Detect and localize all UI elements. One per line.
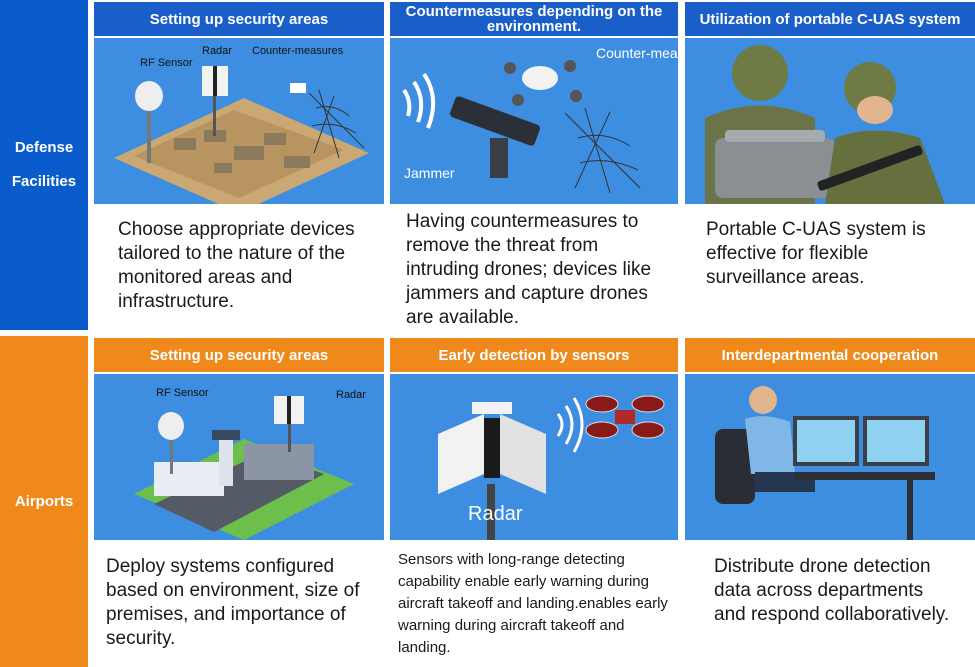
panel-title: Early detection by sensors [390,338,678,372]
operator-illustration [685,374,975,540]
row-label-line: Defense [14,139,74,156]
panel-title: Countermeasures depending on the environ… [390,2,678,36]
row-label-line: Airports [14,492,74,510]
rf-sensor-label: RF Sensor [140,57,193,69]
military-base-illustration: RF Sensor Radar Counter-measures [94,38,384,204]
panel-title: Utilization of portable C-UAS system [685,2,975,36]
radar-label: Radar [468,503,523,525]
airports-row-label: Airports [0,336,88,667]
airport-illustration: RF Sensor Radar [94,374,384,540]
radar-label: Radar [336,389,366,401]
radar-label: Radar [202,45,232,57]
panel-description: Deploy systems configured based on envir… [106,556,360,649]
panel-description: Sensors with long-range detecting capabi… [398,551,668,656]
panel-description: Choose appropriate devices tailored to t… [118,219,355,312]
panel-title: Interdepartmental cooperation [685,338,975,372]
panel-description: Having countermeasures to remove the thr… [406,211,652,328]
panel-description: Distribute drone detection data across d… [714,556,950,625]
rf-sensor-label: RF Sensor [156,387,209,399]
panel-title: Setting up security areas [94,338,384,372]
panel-title: Setting up security areas [94,2,384,36]
countermeasures-label: Counter-measures [596,45,678,61]
row-label-line: Facilities [11,173,77,190]
soldiers-illustration [685,38,975,204]
countermeasures-label: Counter-measures [252,45,344,57]
defense-facilities-row-label: Defense Facilities [0,0,88,330]
panel-description: Portable C-UAS system is effective for f… [706,219,926,288]
jammer-label: Jammer [404,165,455,181]
radar-drone-illustration: Radar [390,374,678,540]
jammer-net-illustration: Counter-measures Jammer [390,38,678,204]
